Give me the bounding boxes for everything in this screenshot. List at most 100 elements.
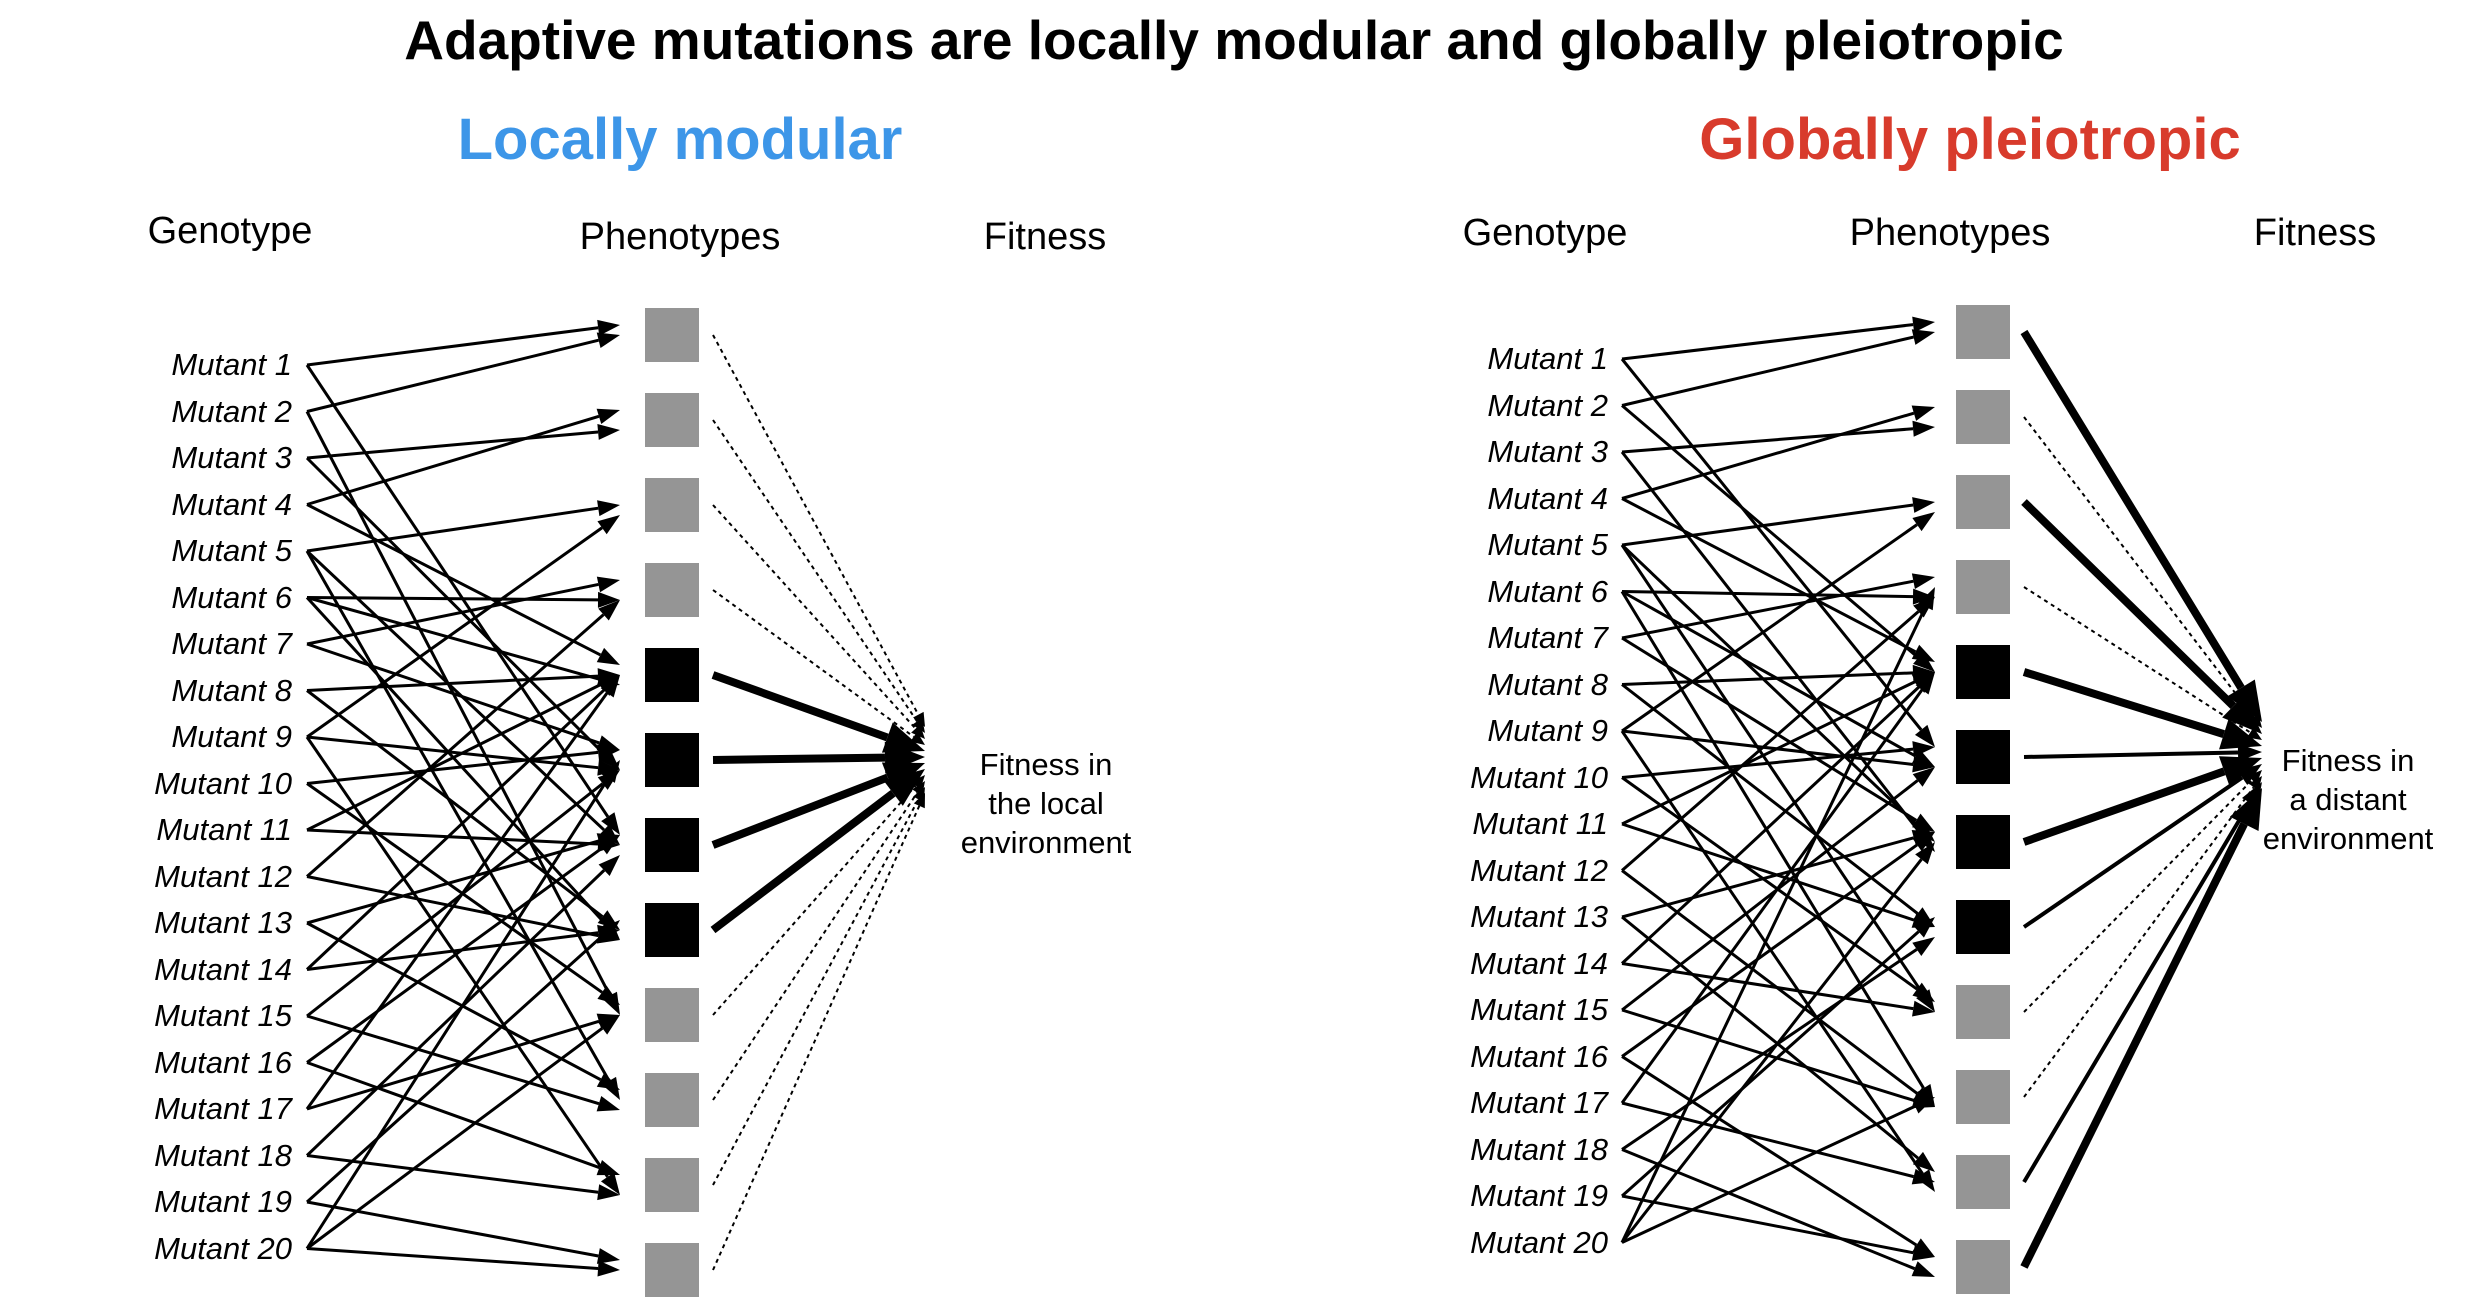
- mutant-label: Mutant 2: [171, 393, 292, 429]
- figure-title: Adaptive mutations are locally modular a…: [404, 9, 2064, 71]
- mutant-label: Mutant 12: [1470, 852, 1608, 888]
- fitness-effect-arrow-strong: [2022, 756, 2262, 846]
- key-phenotype-square: [645, 648, 699, 702]
- hidden-phenotype-square: [1956, 560, 2010, 614]
- mutant-label: Mutant 11: [1472, 806, 1608, 841]
- fitness-effect-arrow-medium: [2022, 764, 2262, 929]
- mutant-label: Mutant 15: [154, 998, 292, 1033]
- mutation-phenotype-arrow: [306, 503, 620, 665]
- fitness-effect-arrow-strong: [2020, 788, 2262, 1269]
- hidden-phenotype-square: [645, 393, 699, 447]
- mutant-label: Mutant 3: [171, 440, 292, 475]
- fitness-effect-arrow-weak: [712, 419, 925, 733]
- key-phenotype-square: [1956, 815, 2010, 869]
- mutation-phenotype-arrow: [306, 835, 620, 1064]
- panel-subtitle-locally-modular: Locally modular: [457, 107, 903, 172]
- mutation-phenotype-arrow: [1621, 316, 1935, 361]
- fitness-effect-arrow-strong: [710, 769, 925, 934]
- fitness-effect-arrow-strong: [711, 762, 925, 849]
- mutant-label: Mutant 4: [171, 486, 292, 522]
- mutant-label: Mutant 7: [1487, 620, 1608, 655]
- mutation-phenotype-arrow: [306, 576, 620, 646]
- mutant-label: Mutant 19: [1470, 1178, 1608, 1213]
- mutant-label: Mutant 5: [171, 533, 292, 568]
- hidden-phenotype-square: [645, 1243, 699, 1297]
- panel-subtitle-globally-pleiotropic: Globally pleiotropic: [1699, 107, 2241, 172]
- key-phenotype-square: [645, 733, 699, 787]
- mutant-label: Mutant 5: [1487, 527, 1608, 562]
- mutant-label: Mutant 7: [171, 626, 292, 661]
- mutation-phenotype-arrow: [306, 735, 620, 776]
- mutation-phenotype-arrow: [306, 921, 620, 1090]
- mutation-phenotype-arrow: [1621, 1148, 1935, 1277]
- key-phenotype-square: [1956, 645, 2010, 699]
- mutant-label: Mutant 17: [154, 1091, 292, 1126]
- fitness-local-label: Fitness in the local environment: [916, 745, 1176, 862]
- fitness-effect-arrow-medium: [2023, 743, 2262, 762]
- mutation-phenotype-arrow: [305, 855, 620, 1157]
- hidden-phenotype-square: [645, 478, 699, 532]
- mutation-phenotype-arrow: [306, 782, 620, 1005]
- mutation-phenotype-arrow: [1620, 544, 1935, 1012]
- mutation-phenotype-arrow: [1620, 358, 1935, 747]
- fitness-label-line: the local: [988, 786, 1104, 821]
- key-phenotype-square: [1956, 900, 2010, 954]
- mutant-label: Mutant 18: [1470, 1131, 1608, 1167]
- mutation-phenotype-arrow: [1621, 767, 1935, 1012]
- fitness-label-line: Fitness in: [979, 747, 1113, 782]
- mutant-label: Mutant 9: [171, 719, 292, 754]
- mutant-label: Mutant 13: [1470, 899, 1608, 934]
- mutation-phenotype-arrow: [306, 332, 620, 413]
- mutation-phenotype-arrow: [306, 408, 620, 506]
- mutant-label: Mutant 18: [154, 1137, 292, 1173]
- hidden-phenotype-square: [645, 1073, 699, 1127]
- mutant-label: Mutant 14: [1470, 945, 1608, 981]
- mutation-phenotype-arrow: [1621, 497, 1935, 662]
- mutant-label: Mutant 17: [1470, 1085, 1608, 1120]
- mutant-label: Mutant 3: [1487, 434, 1608, 469]
- hidden-phenotype-square: [645, 1158, 699, 1212]
- hidden-phenotype-square: [645, 308, 699, 362]
- fitness-effect-arrow-weak: [2023, 770, 2262, 1013]
- mutant-label: Mutant 19: [154, 1184, 292, 1219]
- mutation-phenotype-arrow: [1621, 741, 1935, 779]
- mutation-phenotype-arrow: [306, 1154, 620, 1201]
- mutation-phenotype-arrow: [1621, 588, 1935, 605]
- hidden-phenotype-square: [645, 988, 699, 1042]
- mutation-phenotype-arrow: [306, 1014, 620, 1112]
- mutation-phenotype-arrow: [306, 1061, 620, 1176]
- hidden-phenotype-square: [1956, 1240, 2010, 1294]
- fitness-effect-arrow-weak: [712, 775, 925, 1016]
- mutant-label: Mutant 16: [154, 1044, 292, 1080]
- mutation-phenotype-arrow: [1621, 1008, 1935, 1109]
- mutation-phenotype-arrow: [1621, 573, 1935, 640]
- hidden-phenotype-square: [1956, 1155, 2010, 1209]
- mutant-label: Mutant 12: [154, 858, 292, 894]
- mutation-phenotype-arrow: [1621, 917, 1935, 1198]
- mutation-phenotype-arrow: [1620, 672, 1935, 1104]
- mutation-phenotype-arrow: [1620, 672, 1935, 965]
- mutation-phenotype-arrow: [306, 1015, 620, 1250]
- genotype-header: Genotype: [1462, 212, 1628, 254]
- mutant-label: Mutant 1: [171, 347, 292, 382]
- fitness-label-line: environment: [2262, 821, 2434, 856]
- mutation-phenotype-arrow: [306, 1247, 620, 1277]
- mutant-label: Mutant 6: [1487, 573, 1608, 609]
- fitness-effect-arrow-strong: [2022, 668, 2262, 750]
- mutation-phenotype-arrow: [1621, 1097, 1935, 1244]
- fitness-label-line: environment: [960, 825, 1132, 860]
- hidden-phenotype-square: [1956, 390, 2010, 444]
- fitness-label-line: Fitness in: [2281, 743, 2415, 778]
- mutant-label: Mutant 14: [154, 951, 292, 987]
- fitness-effect-arrow-weak: [2023, 586, 2262, 740]
- mutation-phenotype-arrow: [1620, 451, 1935, 852]
- genotype-header: Genotype: [147, 210, 313, 252]
- key-phenotype-square: [1956, 730, 2010, 784]
- mutant-label: Mutant 11: [156, 812, 292, 847]
- mutation-phenotype-arrow: [306, 744, 620, 785]
- mutation-phenotype-arrow: [306, 591, 620, 608]
- mutation-phenotype-arrow: [1621, 497, 1935, 547]
- mutant-label: Mutant 20: [154, 1230, 292, 1266]
- mutant-label: Mutant 6: [171, 579, 292, 615]
